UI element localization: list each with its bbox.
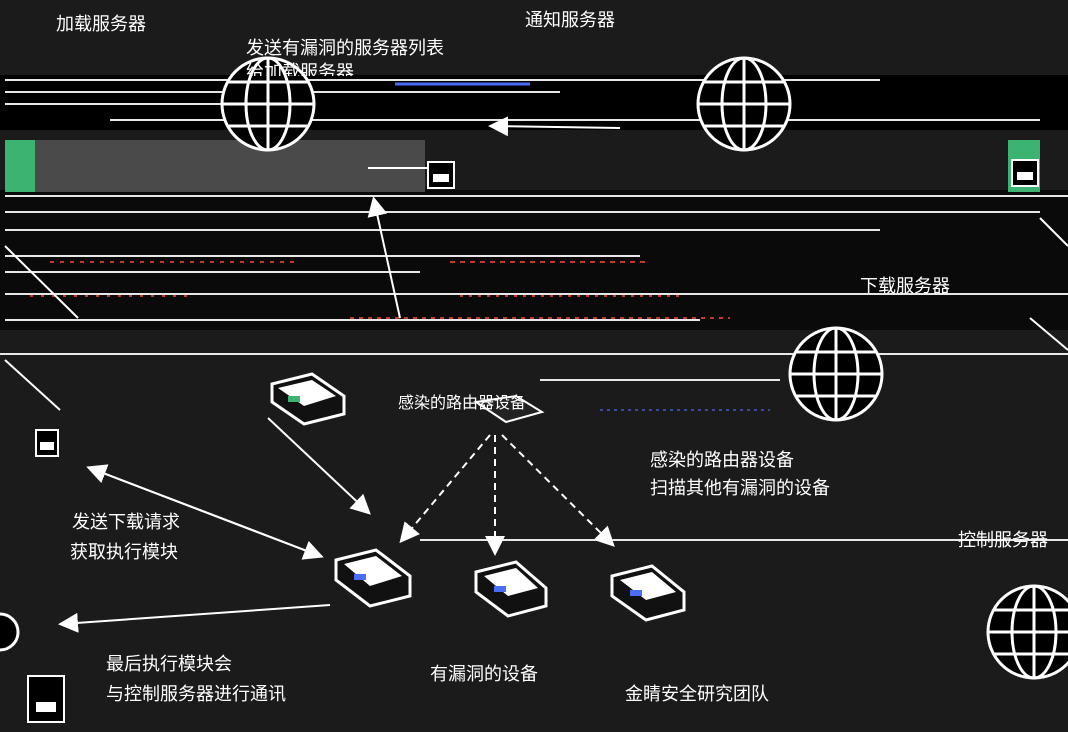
frame-diagonals <box>4 217 1068 411</box>
notify-server-label: 通知服务器 <box>525 10 615 31</box>
router-icon-device-2 <box>474 560 548 618</box>
scan-note-line2: 扫描其他有漏洞的设备 <box>650 478 830 499</box>
globe-icon-download <box>788 326 884 422</box>
scan-lines <box>0 79 1068 541</box>
download-request-note-line2: 获取执行模块 <box>70 542 178 563</box>
router-icon-device-3 <box>610 564 686 622</box>
globe-icon-control <box>986 584 1068 680</box>
load-server-label: 加载服务器 <box>56 14 146 35</box>
green-bar-left <box>5 140 35 192</box>
send-list-note-line2: 给加载服务器 <box>246 62 354 76</box>
scan-note-line1: 感染的路由器设备 <box>650 450 794 471</box>
grey-bar-left <box>35 140 425 192</box>
team-credit: 金睛安全研究团队 <box>625 684 769 705</box>
router-icon-infected <box>270 372 346 426</box>
server-icon-left <box>35 429 59 457</box>
flow-arrows <box>58 116 621 633</box>
server-icon-control <box>27 675 65 723</box>
control-server-label: 控制服务器 <box>958 530 1048 551</box>
download-request-note-line1: 发送下载请求 <box>72 512 180 533</box>
router-icon-device-1 <box>334 548 412 608</box>
server-icon-notify <box>1011 159 1039 187</box>
glitch-band-mid <box>0 190 1068 330</box>
globe-icon-left-partial <box>0 612 20 652</box>
final-note-line2: 与控制服务器进行通讯 <box>106 684 286 705</box>
infected-router-label: 感染的路由器设备 <box>398 393 527 412</box>
glitch-dashes <box>30 82 770 411</box>
globe-icon-notify <box>696 56 792 152</box>
send-list-note-line1: 发送有漏洞的服务器列表 <box>246 38 444 59</box>
server-icon-load <box>368 161 455 189</box>
router-icon-center-partial <box>473 394 545 424</box>
vulnerable-devices-label: 有漏洞的设备 <box>430 664 538 685</box>
globe-icon-load <box>220 56 316 152</box>
final-note-line1: 最后执行模块会 <box>106 654 232 675</box>
download-server-label: 下载服务器 <box>860 276 950 297</box>
